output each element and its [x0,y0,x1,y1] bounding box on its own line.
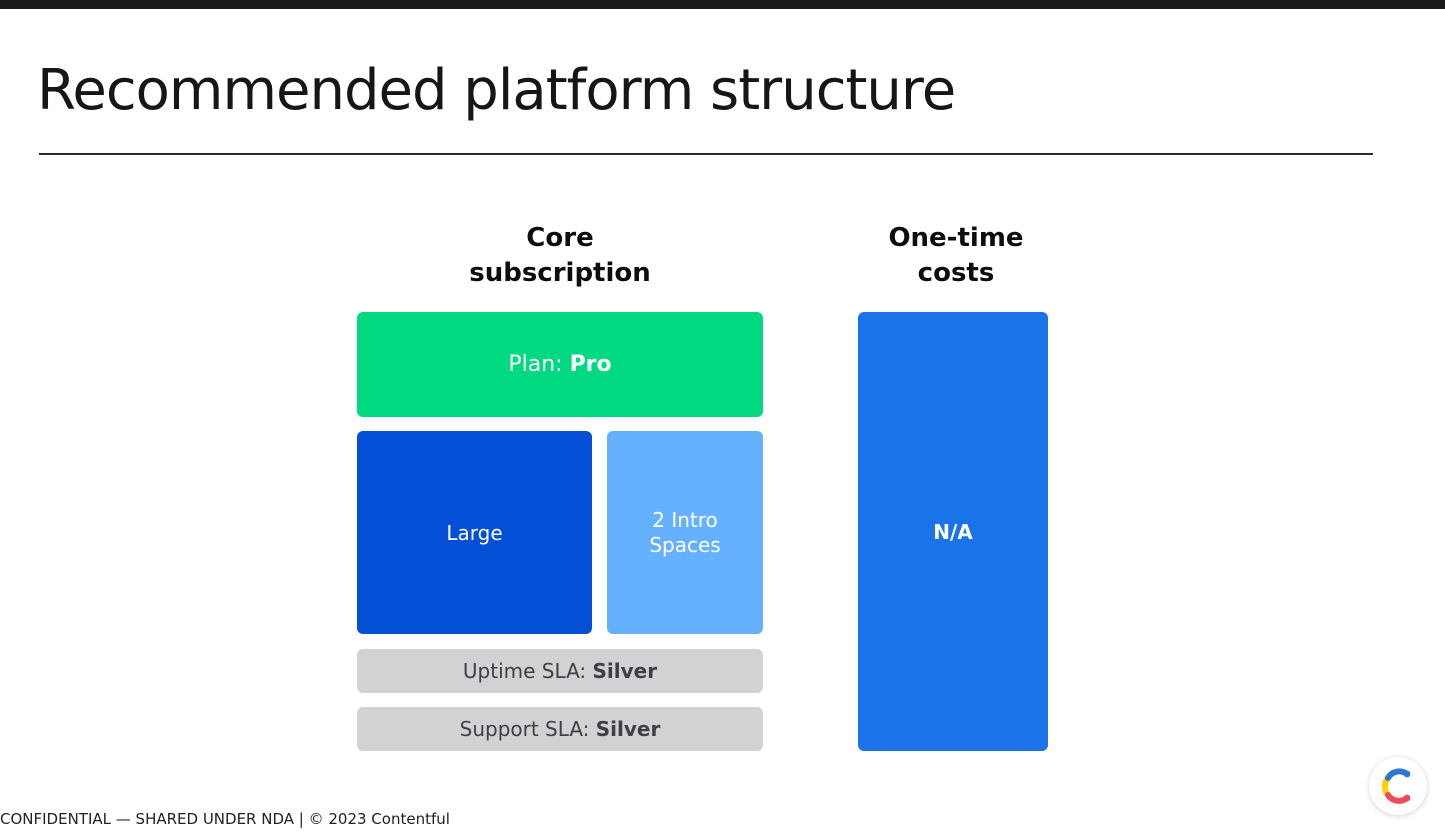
plan-value: Pro [569,352,612,377]
intro-line1: 2 Intro [652,507,718,532]
uptime-sla-block: Uptime SLA: Silver [357,649,763,693]
plan-label: Plan: [508,352,563,377]
support-value: Silver [595,717,661,741]
onetime-heading-line2: costs [917,258,995,288]
contentful-logo-icon[interactable] [1369,757,1427,815]
large-label: Large [446,520,503,545]
intro-line2: Spaces [649,532,721,557]
uptime-value: Silver [592,659,658,683]
one-time-costs-block: N/A [858,312,1048,751]
intro-spaces-block: 2 Intro Spaces [607,431,763,634]
slide-title: Recommended platform structure [37,58,956,123]
contentful-logo-svg [1381,768,1411,804]
large-space-block: Large [357,431,592,634]
plan-block: Plan: Pro [357,312,763,417]
core-heading-line2: subscription [469,258,651,288]
onetime-value: N/A [933,519,973,544]
top-bar [0,0,1445,9]
core-heading-line1: Core [526,223,594,253]
onetime-heading-line1: One-time [888,223,1024,253]
footer-confidential: CONFIDENTIAL — SHARED UNDER NDA | © 2023… [0,810,450,828]
uptime-label: Uptime SLA: [462,659,587,683]
one-time-costs-heading: One-time costs [836,221,1076,291]
core-subscription-heading: Core subscription [440,221,680,291]
title-divider [39,153,1373,155]
support-sla-block: Support SLA: Silver [357,707,763,751]
support-label: Support SLA: [459,717,590,741]
